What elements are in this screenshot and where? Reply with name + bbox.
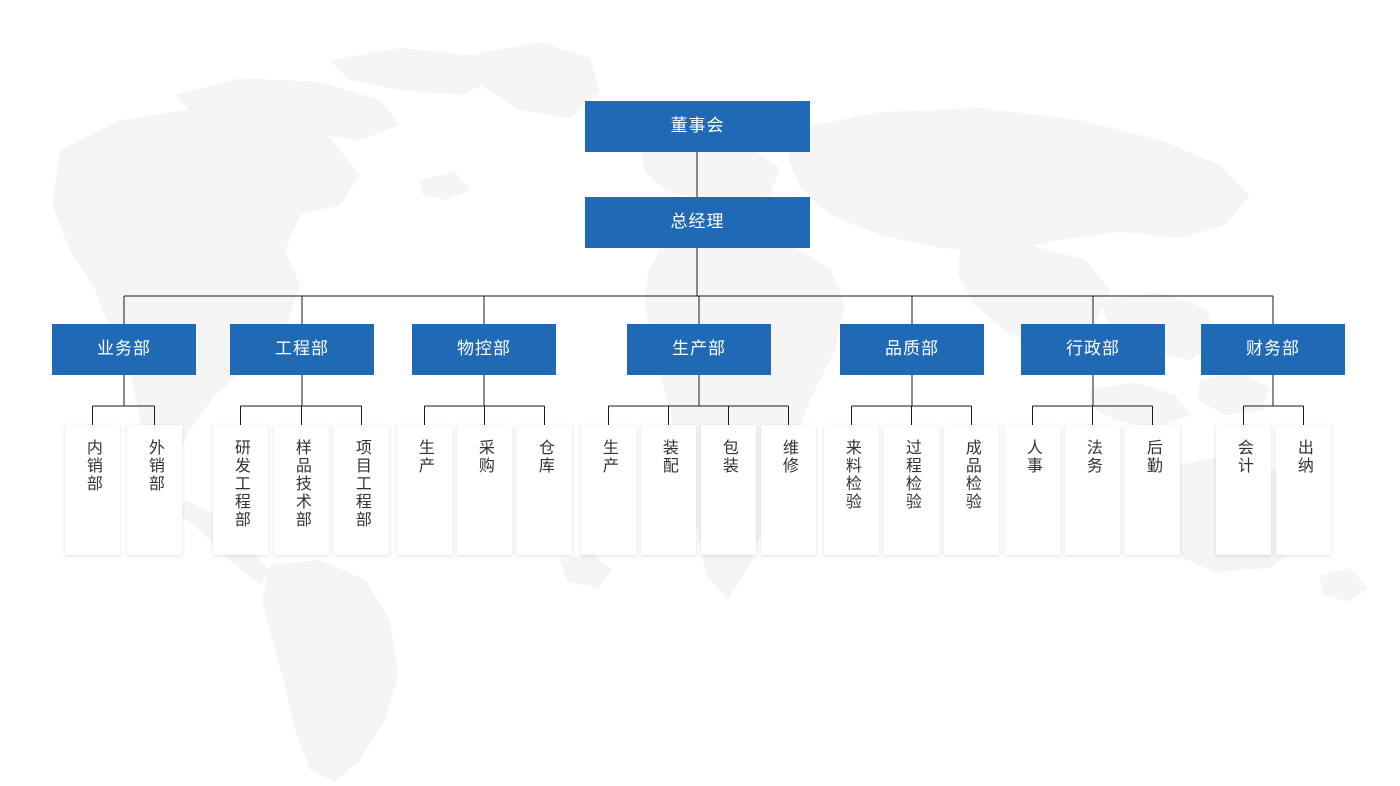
node-label-department-sales: 业务部 bbox=[97, 339, 151, 359]
node-label-leaf-administration-1: 法务 bbox=[1083, 439, 1103, 475]
node-label-department-engineering: 工程部 bbox=[275, 339, 329, 359]
node-label-leaf-quality-0: 来料检验 bbox=[842, 439, 862, 511]
node-leaf-finance-0[interactable]: 会计 bbox=[1216, 425, 1271, 555]
node-department-quality[interactable]: 品质部 bbox=[840, 324, 984, 375]
node-department-finance[interactable]: 财务部 bbox=[1201, 324, 1345, 375]
node-label-leaf-quality-2: 成品检验 bbox=[962, 439, 982, 511]
node-label-board: 董事会 bbox=[670, 116, 725, 136]
node-leaf-administration-0[interactable]: 人事 bbox=[1005, 425, 1060, 555]
node-general-manager[interactable]: 总经理 bbox=[585, 197, 810, 248]
node-leaf-sales-0[interactable]: 内销部 bbox=[65, 425, 120, 555]
node-label-leaf-engineering-2: 项目工程部 bbox=[352, 439, 372, 529]
node-department-material-control[interactable]: 物控部 bbox=[412, 324, 556, 375]
node-label-leaf-production-2: 包装 bbox=[719, 439, 739, 475]
node-label-leaf-production-1: 装配 bbox=[659, 439, 679, 475]
node-label-leaf-production-3: 维修 bbox=[779, 439, 799, 475]
node-label-department-finance: 财务部 bbox=[1246, 339, 1300, 359]
node-leaf-sales-1[interactable]: 外销部 bbox=[127, 425, 182, 555]
node-department-administration[interactable]: 行政部 bbox=[1021, 324, 1165, 375]
node-department-engineering[interactable]: 工程部 bbox=[230, 324, 374, 375]
node-leaf-production-0[interactable]: 生产 bbox=[581, 425, 636, 555]
node-label-leaf-finance-0: 会计 bbox=[1234, 439, 1254, 475]
node-label-department-production: 生产部 bbox=[672, 339, 726, 359]
node-label-leaf-material-control-1: 采购 bbox=[475, 439, 495, 475]
node-label-leaf-quality-1: 过程检验 bbox=[902, 439, 922, 511]
node-board[interactable]: 董事会 bbox=[585, 101, 810, 152]
node-department-sales[interactable]: 业务部 bbox=[52, 324, 196, 375]
node-leaf-finance-1[interactable]: 出纳 bbox=[1276, 425, 1331, 555]
node-label-leaf-production-0: 生产 bbox=[599, 439, 619, 475]
node-label-general-manager: 总经理 bbox=[670, 212, 725, 232]
node-label-department-administration: 行政部 bbox=[1066, 339, 1120, 359]
node-label-leaf-engineering-0: 研发工程部 bbox=[231, 439, 251, 529]
node-label-leaf-material-control-2: 仓库 bbox=[535, 439, 555, 475]
node-label-department-quality: 品质部 bbox=[885, 339, 939, 359]
node-leaf-engineering-2[interactable]: 项目工程部 bbox=[334, 425, 389, 555]
node-leaf-production-3[interactable]: 维修 bbox=[761, 425, 816, 555]
node-leaf-material-control-1[interactable]: 采购 bbox=[457, 425, 512, 555]
node-leaf-material-control-2[interactable]: 仓库 bbox=[517, 425, 572, 555]
node-label-leaf-engineering-1: 样品技术部 bbox=[292, 439, 312, 529]
node-leaf-quality-1[interactable]: 过程检验 bbox=[884, 425, 939, 555]
node-leaf-engineering-0[interactable]: 研发工程部 bbox=[213, 425, 268, 555]
node-label-leaf-finance-1: 出纳 bbox=[1294, 439, 1314, 475]
node-label-leaf-material-control-0: 生产 bbox=[415, 439, 435, 475]
node-department-production[interactable]: 生产部 bbox=[627, 324, 771, 375]
node-leaf-administration-2[interactable]: 后勤 bbox=[1125, 425, 1180, 555]
node-leaf-administration-1[interactable]: 法务 bbox=[1065, 425, 1120, 555]
node-leaf-engineering-1[interactable]: 样品技术部 bbox=[274, 425, 329, 555]
node-label-leaf-administration-0: 人事 bbox=[1023, 439, 1043, 475]
node-leaf-production-1[interactable]: 装配 bbox=[641, 425, 696, 555]
node-label-department-material-control: 物控部 bbox=[457, 339, 511, 359]
node-leaf-quality-0[interactable]: 来料检验 bbox=[824, 425, 879, 555]
node-leaf-quality-2[interactable]: 成品检验 bbox=[944, 425, 999, 555]
node-label-leaf-administration-2: 后勤 bbox=[1143, 439, 1163, 475]
node-leaf-material-control-0[interactable]: 生产 bbox=[397, 425, 452, 555]
node-label-leaf-sales-1: 外销部 bbox=[145, 439, 165, 493]
node-leaf-production-2[interactable]: 包装 bbox=[701, 425, 756, 555]
node-label-leaf-sales-0: 内销部 bbox=[83, 439, 103, 493]
